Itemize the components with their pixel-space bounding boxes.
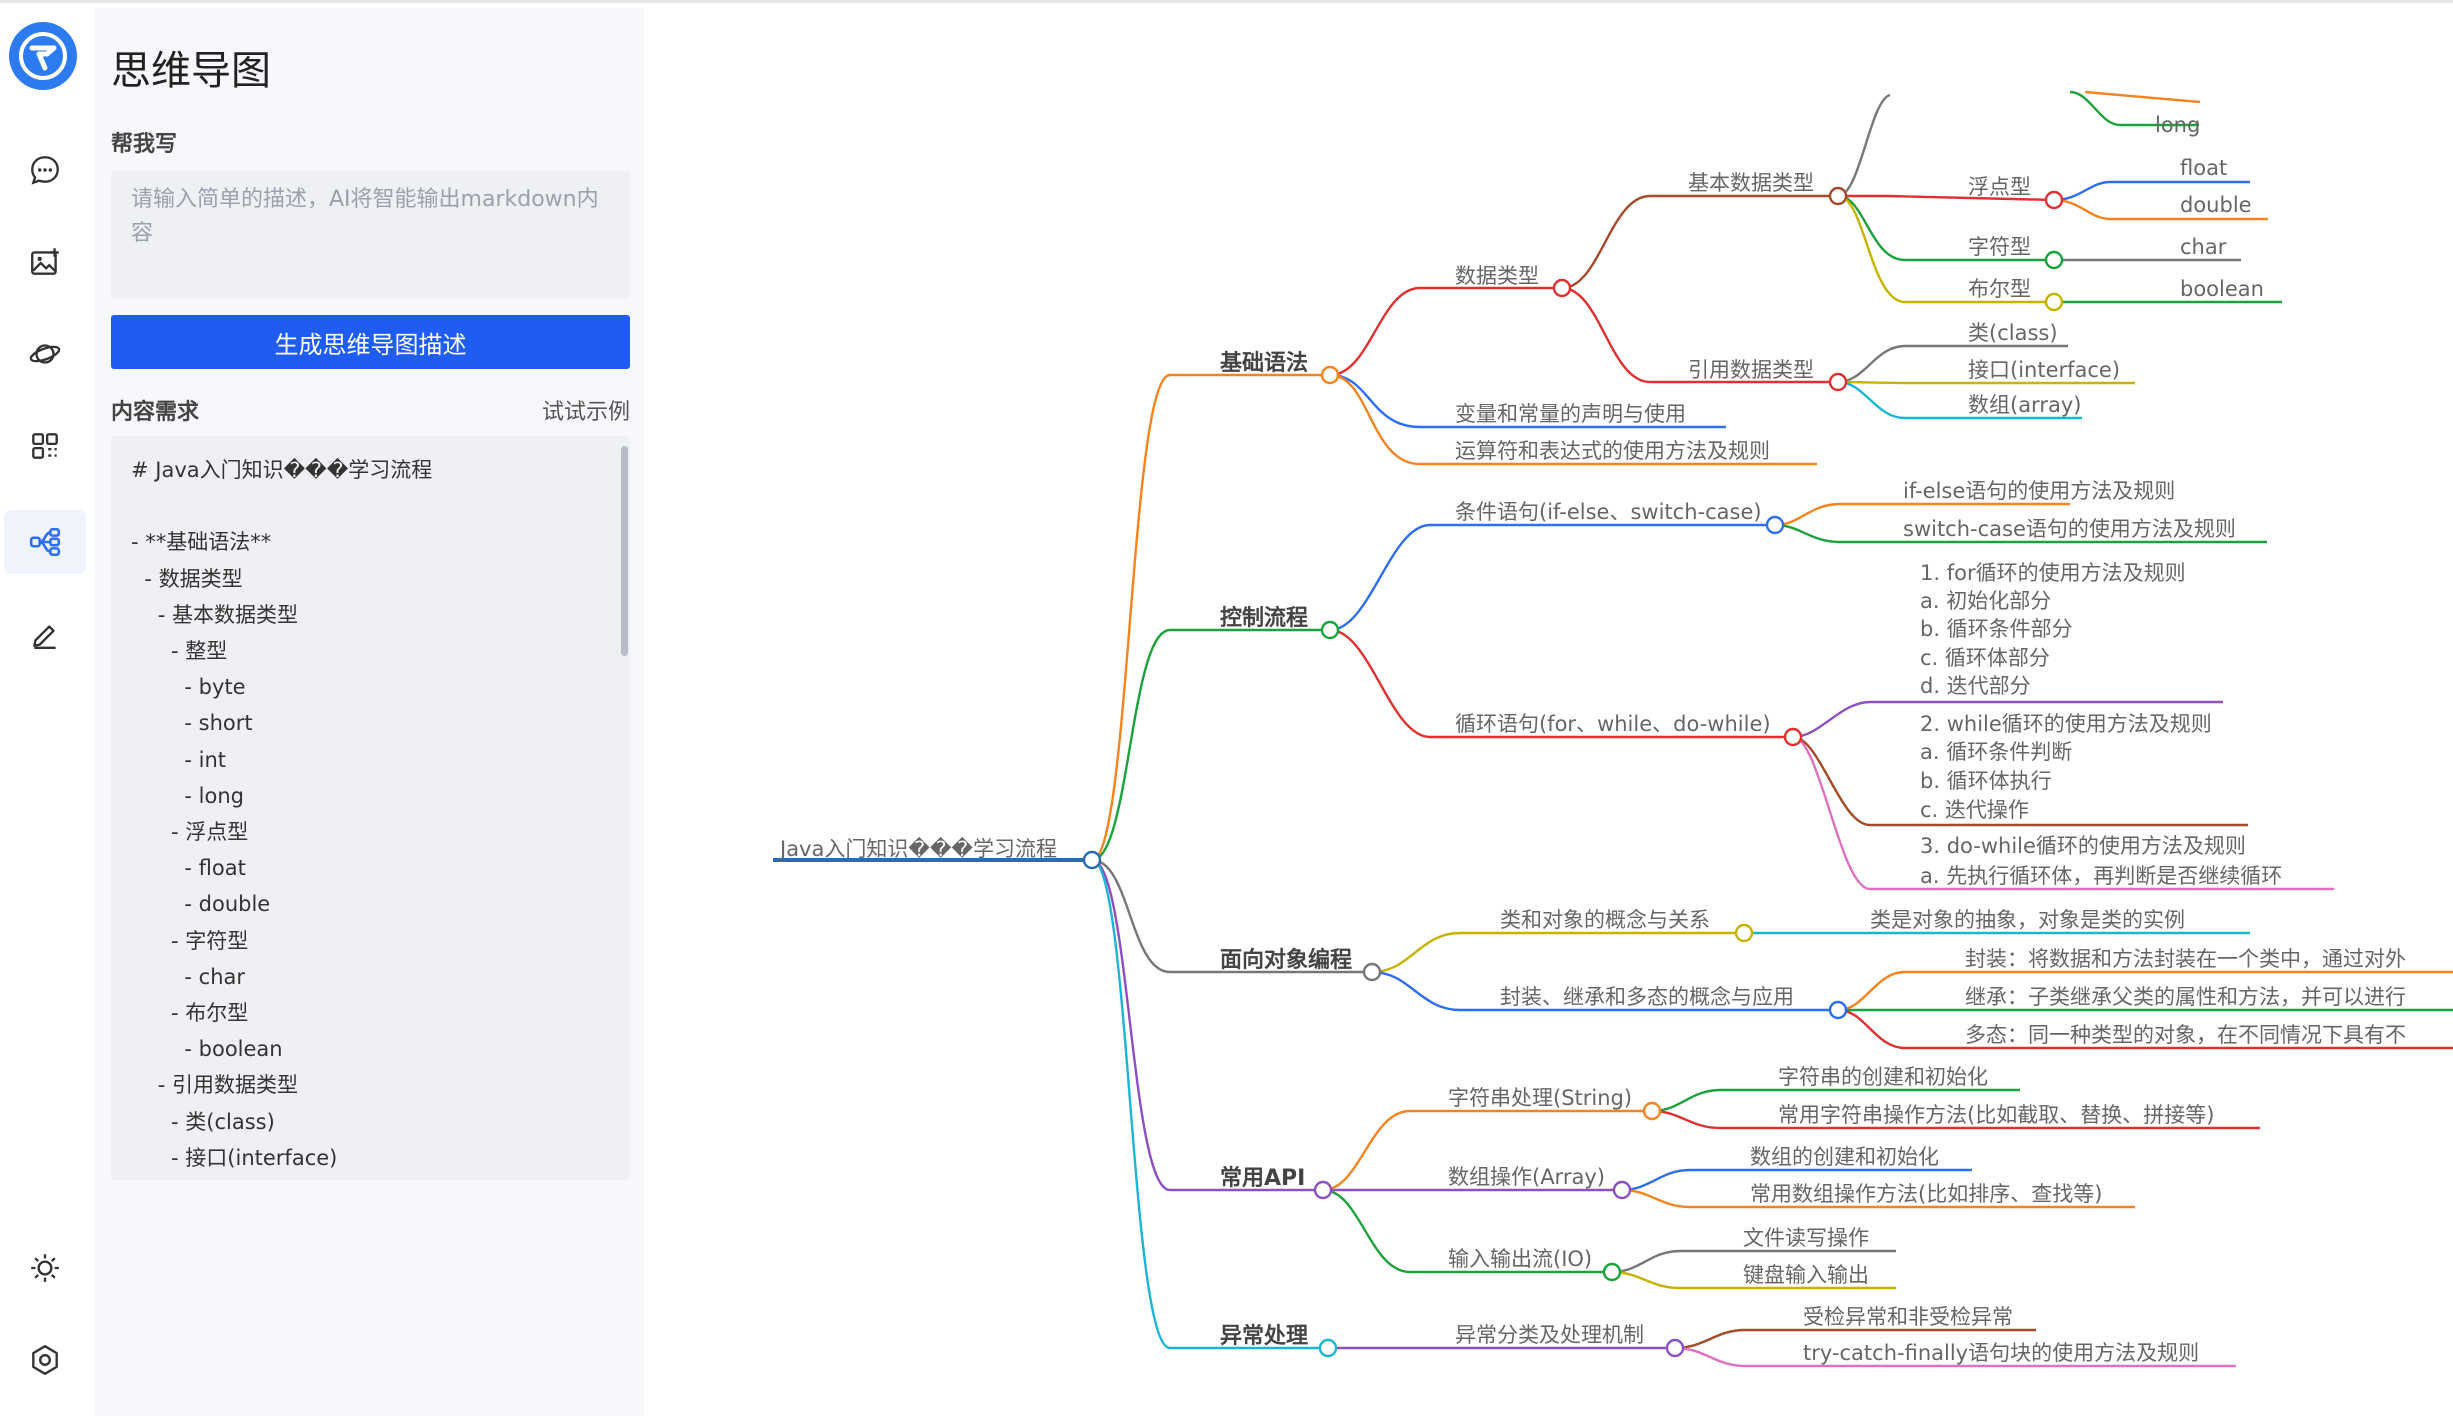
node-data-types[interactable]: 数据类型 xyxy=(1455,264,1539,288)
root-node[interactable]: Java入门知识���学习流程 xyxy=(778,836,1057,861)
node-loop-while-a[interactable]: a. 循环条件判断 xyxy=(1920,740,2072,764)
node-loop-dowhile-title[interactable]: 3. do-while循环的使用方法及规则 xyxy=(1920,834,2246,858)
node-loop-for-a[interactable]: a. 初始化部分 xyxy=(1920,589,2051,613)
image-add-icon[interactable] xyxy=(4,230,86,294)
node-inheritance[interactable]: 继承：子类继承父类的属性和方法，并可以进行 xyxy=(1965,985,2406,1009)
node-loop-while-title[interactable]: 2. while循环的使用方法及规则 xyxy=(1920,712,2212,736)
content-text[interactable]: # Java入门知识���学习流程 - **基础语法** - 数据类型 - 基本… xyxy=(111,436,616,1180)
content-line: - long xyxy=(131,783,244,808)
node-loop-while-b[interactable]: b. 循环体执行 xyxy=(1920,769,2052,793)
node-bool-type[interactable]: 布尔型 xyxy=(1968,277,2031,301)
node-file-io[interactable]: 文件读写操作 xyxy=(1743,1226,1869,1250)
node-checked[interactable]: 受检异常和非受检异常 xyxy=(1803,1305,2013,1329)
branch-oop[interactable]: 面向对象编程 xyxy=(1220,947,1352,973)
node-string-ops[interactable]: 常用字符串操作方法(比如截取、替换、拼接等) xyxy=(1778,1103,2214,1127)
node-loops[interactable]: 循环语句(for、while、do-while) xyxy=(1455,712,1771,736)
page-title: 思维导图 xyxy=(111,48,271,94)
node-interface[interactable]: 接口(interface) xyxy=(1968,358,2120,382)
node-class[interactable]: 类(class) xyxy=(1968,321,2058,345)
node-char[interactable]: char xyxy=(2180,235,2227,259)
content-line: - char xyxy=(131,964,246,989)
content-line: - 引用数据类型 xyxy=(131,1073,298,1098)
help-write-label: 帮我写 xyxy=(111,132,178,157)
content-line: - 基本数据类型 xyxy=(131,602,298,627)
mindmap-icon[interactable] xyxy=(4,510,86,574)
node-float-type[interactable]: 浮点型 xyxy=(1968,175,2031,199)
node-conditions[interactable]: 条件语句(if-else、switch-case) xyxy=(1455,500,1762,524)
node-trycatch[interactable]: try-catch-finally语句块的使用方法及规则 xyxy=(1803,1341,2199,1365)
node-array[interactable]: 数组(array) xyxy=(1968,393,2081,417)
content-line: - 浮点型 xyxy=(131,820,249,845)
node-boolean[interactable]: boolean xyxy=(2180,277,2264,301)
node-array-create[interactable]: 数组的创建和初始化 xyxy=(1750,1145,1939,1169)
edit-icon[interactable] xyxy=(4,602,86,666)
node-loop-dowhile-a[interactable]: a. 先执行循环体，再判断是否继续循环 xyxy=(1920,864,2282,888)
side-panel: 思维导图 帮我写 生成思维导图描述 内容需求 试试示例 # Java入门知识��… xyxy=(95,8,644,1416)
content-line: - **基础语法** xyxy=(131,530,272,555)
sun-icon[interactable] xyxy=(4,1236,86,1300)
try-example-link[interactable]: 试试示例 xyxy=(541,400,630,425)
branch-control-flow[interactable]: 控制流程 xyxy=(1220,605,1308,631)
content-line: - int xyxy=(131,747,227,772)
node-loop-for-c[interactable]: c. 循环体部分 xyxy=(1920,646,2050,670)
content-line: - 数据类型 xyxy=(131,566,243,591)
branch-api[interactable]: 常用API xyxy=(1220,1165,1305,1191)
node-loop-for-b[interactable]: b. 循环条件部分 xyxy=(1920,617,2073,641)
node-long[interactable]: long xyxy=(2155,113,2200,137)
mindmap-canvas[interactable]: Java入门知识���学习流程 基础语法 控制流程 面向对象编程 常用API 异… xyxy=(650,0,2453,1416)
requirement-label: 内容需求 xyxy=(111,400,200,425)
node-class-object[interactable]: 类和对象的概念与关系 xyxy=(1500,908,1710,932)
content-line: - byte xyxy=(131,675,246,700)
branch-basic-syntax[interactable]: 基础语法 xyxy=(1220,351,1308,376)
node-loop-for-d[interactable]: d. 迭代部分 xyxy=(1920,674,2031,698)
content-line: - 类(class) xyxy=(131,1109,275,1134)
icon-rail xyxy=(0,4,88,1416)
node-class-object-desc[interactable]: 类是对象的抽象，对象是类的实例 xyxy=(1870,908,2185,932)
content-line: - 接口(interface) xyxy=(131,1145,338,1170)
node-loop-while-c[interactable]: c. 迭代操作 xyxy=(1920,798,2029,822)
node-array-methods[interactable]: 常用数组操作方法(比如排序、查找等) xyxy=(1750,1182,2102,1206)
generate-button[interactable]: 生成思维导图描述 xyxy=(111,315,630,369)
content-line: - 整型 xyxy=(131,639,228,664)
content-line: - float xyxy=(131,856,246,881)
node-float[interactable]: float xyxy=(2180,156,2227,180)
planet-icon[interactable] xyxy=(4,322,86,386)
node-string[interactable]: 字符串处理(String) xyxy=(1448,1086,1632,1110)
node-primitive[interactable]: 基本数据类型 xyxy=(1688,171,1814,195)
node-char-type[interactable]: 字符型 xyxy=(1968,235,2031,259)
node-ifelse[interactable]: if-else语句的使用方法及规则 xyxy=(1903,479,2175,503)
content-line: - short xyxy=(131,711,253,736)
top-border xyxy=(0,0,2453,3)
node-operators[interactable]: 运算符和表达式的使用方法及规则 xyxy=(1455,439,1770,463)
content-line: - 字符型 xyxy=(131,928,249,953)
settings-icon[interactable] xyxy=(4,1328,86,1392)
content-scrollbar[interactable] xyxy=(621,446,628,656)
node-io[interactable]: 输入输出流(IO) xyxy=(1448,1247,1592,1271)
content-editor[interactable]: # Java入门知识���学习流程 - **基础语法** - 数据类型 - 基本… xyxy=(111,436,630,1180)
node-string-create[interactable]: 字符串的创建和初始化 xyxy=(1778,1065,1988,1089)
node-keyboard-io[interactable]: 键盘输入输出 xyxy=(1743,1263,1869,1287)
node-switch[interactable]: switch-case语句的使用方法及规则 xyxy=(1903,517,2236,541)
node-loop-for-title[interactable]: 1. for循环的使用方法及规则 xyxy=(1920,561,2186,585)
apps-icon[interactable] xyxy=(4,414,86,478)
content-line: - double xyxy=(131,892,271,917)
content-line: - 布尔型 xyxy=(131,1001,249,1026)
node-reference[interactable]: 引用数据类型 xyxy=(1688,358,1814,382)
node-polymorphism[interactable]: 多态：同一种类型的对象，在不同情况下具有不 xyxy=(1965,1023,2406,1047)
prompt-input[interactable] xyxy=(111,171,630,299)
node-double[interactable]: double xyxy=(2180,193,2252,217)
content-line: # Java入门知识���学习流程 xyxy=(131,458,433,482)
node-oop-concepts[interactable]: 封装、继承和多态的概念与应用 xyxy=(1500,985,1794,1009)
content-line: - boolean xyxy=(131,1037,283,1062)
branch-exception[interactable]: 异常处理 xyxy=(1220,1323,1308,1349)
node-encapsulation[interactable]: 封装：将数据和方法封装在一个类中，通过对外 xyxy=(1965,947,2406,971)
node-array-ops[interactable]: 数组操作(Array) xyxy=(1448,1165,1605,1189)
node-exception-types[interactable]: 异常分类及处理机制 xyxy=(1455,1323,1644,1347)
logo-icon[interactable] xyxy=(9,22,77,90)
mindmap-svg: Java入门知识���学习流程 基础语法 控制流程 面向对象编程 常用API 异… xyxy=(773,90,2453,1368)
chat-icon[interactable] xyxy=(4,138,86,202)
content-line xyxy=(131,488,596,524)
node-variables[interactable]: 变量和常量的声明与使用 xyxy=(1455,402,1686,426)
